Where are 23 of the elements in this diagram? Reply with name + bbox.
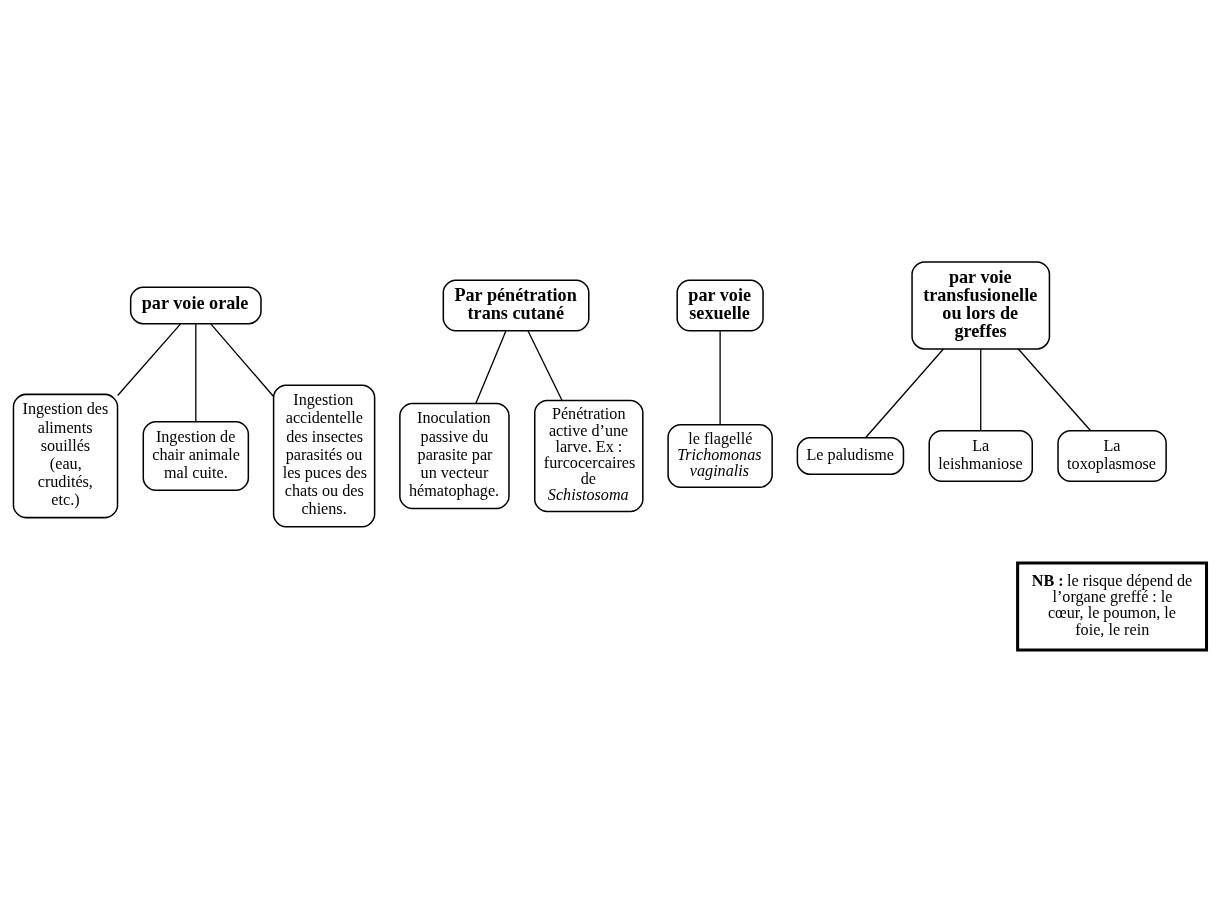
node-box: Inoculation passive du parasite par un vecteur hématophage. [399,402,510,509]
node-box: Ingestion des aliments souillés (eau, crudités, etc.) [12,393,119,518]
connector [475,329,507,404]
connector [210,322,275,397]
connector [864,347,945,438]
connector [980,347,982,431]
node-box: La leishmaniose [928,429,1034,482]
node-box: La toxoplasmose [1057,429,1167,482]
node-box: NB : le risque dépend de l’organe greffé : le cœur, le poumon, le foie, le rein [1016,561,1209,651]
node-box: le flagellé Trichomonas vaginalis [667,423,773,488]
node-box: Pénétration active d’une larve. Ex : furcocercaires de Schistosoma [534,399,644,512]
connector [719,329,721,425]
node-box: par voie orale [129,286,262,324]
connector [117,322,182,396]
connector [527,329,563,401]
node-box: Ingestion accidentelle des insectes parasités ou les puces des chats ou des chiens. [272,384,376,527]
node-box: par voie sexuelle [676,278,764,331]
node-box: Ingestion de chair animale mal cuite. [142,420,250,491]
node-box: Par pénétration trans cutané [442,278,590,331]
connector [1017,347,1092,431]
node-box: Le paludisme [796,436,905,475]
node-box: par voie transfusionelle ou lors de greffes [911,260,1051,350]
connector [195,322,197,422]
